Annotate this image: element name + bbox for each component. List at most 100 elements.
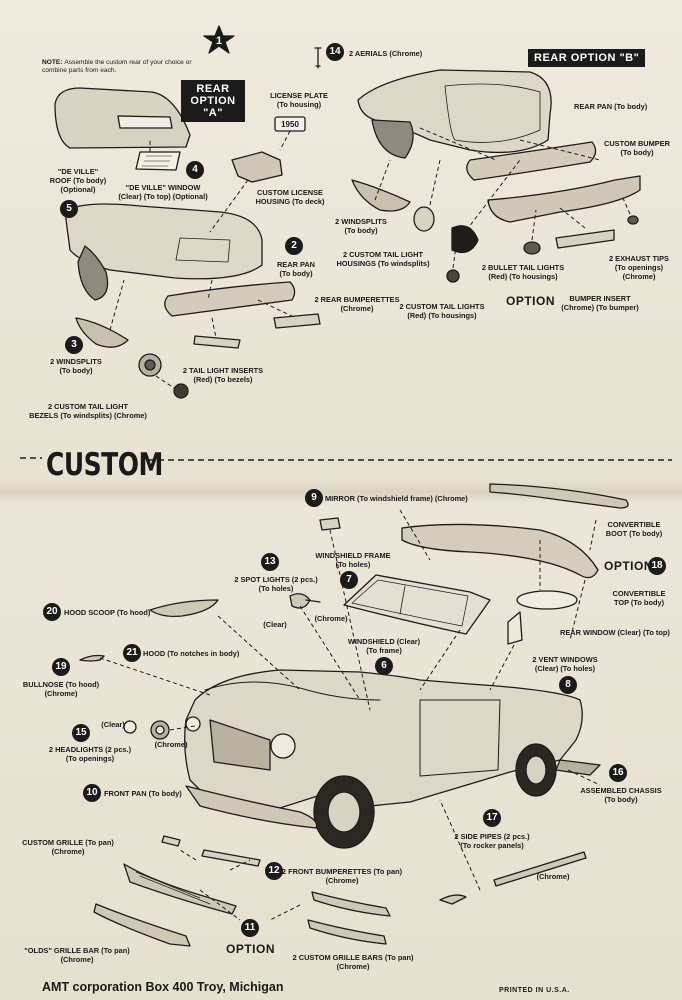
- rear-window-part: [516, 590, 578, 610]
- label-spot-clear: (Clear): [263, 620, 287, 629]
- tail-light-b-part: [523, 241, 541, 255]
- rear-option-a-heading: REAR OPTION "A": [181, 80, 245, 122]
- label-bumper-insert: BUMPER INSERT(Chrome) (To bumper): [561, 294, 639, 312]
- badge-4: 4: [186, 161, 204, 179]
- label-assembled-chassis: ASSEMBLED CHASSIS(To body): [580, 786, 662, 804]
- step-number: 1: [215, 35, 223, 47]
- windsplit-b-part: [351, 179, 411, 212]
- label-spot-lights: 2 SPOT LIGHTS (2 pcs.)(To holes): [234, 575, 318, 593]
- rear-option-a-line1: REAR: [196, 83, 230, 95]
- badge-18: 18: [648, 557, 666, 575]
- badge-7: 7: [340, 571, 358, 589]
- windshield-frame-part: [343, 574, 491, 635]
- label-custom-bumper: CUSTOM BUMPER(To body): [604, 139, 670, 157]
- footer-company: AMT corporation Box 400 Troy, Michigan: [42, 980, 284, 994]
- rear-pan-a-part: [164, 281, 296, 317]
- bullnose-part: [79, 654, 105, 662]
- label-vent-windows: 2 VENT WINDOWS(Clear) (To holes): [532, 655, 598, 673]
- badge-8: 8: [559, 676, 577, 694]
- olds-grille-bar-part: [93, 903, 191, 947]
- rear-bumperette-b: [273, 313, 321, 329]
- badge-10: 10: [83, 784, 101, 802]
- footer-printed: PRINTED IN U.S.A.: [499, 987, 570, 994]
- convertible-boot-part: [489, 483, 629, 509]
- badge-15: 15: [72, 724, 90, 742]
- badge-20: 20: [43, 603, 61, 621]
- label-custom-tail-lights: 2 CUSTOM TAIL LIGHTS(Red) (To housings): [399, 302, 485, 320]
- badge-12: 12: [265, 862, 283, 880]
- label-mirror: MIRROR (To windshield frame) (Chrome): [325, 494, 468, 503]
- label-aerials: 2 AERIALS (Chrome): [349, 49, 423, 58]
- badge-19: 19: [52, 658, 70, 676]
- custom-grille-part: [123, 863, 237, 915]
- custom-bumper-part: [487, 175, 641, 223]
- badge-3: 3: [65, 336, 83, 354]
- rear-bumperette-a: [193, 335, 241, 349]
- label-deville-window: "DE VILLE" WINDOW(Clear) (To top) (Optio…: [118, 183, 208, 201]
- custom-tail-light-part: [446, 269, 460, 283]
- label-rear-pan-a: REAR PAN(To body): [276, 260, 316, 278]
- mirror-part: [319, 517, 341, 531]
- hood-scoop-part: [149, 599, 219, 618]
- plate-text: 1950: [281, 120, 299, 129]
- badge-11: 11: [241, 919, 259, 937]
- label-exhaust-tips: 2 EXHAUST TIPS(To openings)(Chrome): [609, 254, 669, 281]
- label-side-pipes-chrome: (Chrome): [536, 872, 570, 881]
- option-label-rear: OPTION: [506, 294, 556, 308]
- note-label: NOTE:: [42, 59, 63, 66]
- label-rear-window: REAR WINDOW (Clear) (To top): [560, 628, 670, 637]
- label-olds-grille-bar: "OLDS" GRILLE BAR (To pan)(Chrome): [24, 946, 130, 964]
- label-front-bumperettes: 2 FRONT BUMPERETTES (To pan)(Chrome): [281, 867, 403, 885]
- label-custom-grille: CUSTOM GRILLE (To pan)(Chrome): [22, 838, 114, 856]
- label-tail-light-inserts: 2 TAIL LIGHT INSERTS(Red) (To bezels): [182, 366, 264, 384]
- option-label-grille: OPTION: [226, 942, 276, 956]
- option-label-top: OPTION: [604, 559, 654, 573]
- custom-grille-bar-part: [311, 891, 391, 917]
- label-windshield-frame: WINDSHIELD FRAME(To holes): [315, 551, 391, 569]
- label-hood: HOOD (To notches in body): [143, 649, 240, 658]
- license-housing-part: [231, 151, 283, 183]
- label-hood-scoop: HOOD SCOOP (To hood): [64, 608, 151, 617]
- custom-divider: [20, 457, 672, 461]
- badge-2: 2: [285, 237, 303, 255]
- windsplit-a-part: [75, 317, 129, 348]
- rear-pan-b-part: [466, 141, 597, 181]
- badge-13: 13: [261, 553, 279, 571]
- spot-light-part: [289, 593, 311, 609]
- label-windshield: WINDSHIELD (Clear)(To frame): [347, 637, 421, 655]
- front-pan-part: [185, 785, 318, 829]
- note-body: Assemble the custom rear of your choice …: [42, 59, 192, 74]
- label-front-pan: FRONT PAN (To body): [104, 789, 182, 798]
- label-windsplits-a: 2 WINDSPLITS(To body): [50, 357, 102, 375]
- label-bullnose: BULLNOSE (To hood)(Chrome): [22, 680, 100, 698]
- badge-21: 21: [123, 644, 141, 662]
- aerial-part: [314, 47, 322, 69]
- label-spot-chrome: (Chrome): [314, 614, 348, 623]
- note-text: NOTE: Assemble the custom rear of your c…: [42, 59, 192, 75]
- label-custom-grille-bars: 2 CUSTOM GRILLE BARS (To pan)(Chrome): [292, 953, 414, 971]
- rear-option-b-heading: REAR OPTION "B": [528, 49, 646, 67]
- front-bumperette-part: [201, 849, 261, 867]
- tail-light-insert-part: [173, 383, 189, 399]
- headlight-clear-part: [123, 720, 137, 734]
- label-rear-pan-b: REAR PAN (To body): [574, 102, 648, 111]
- badge-16: 16: [609, 764, 627, 782]
- label-deville-roof: "DE VILLE"ROOF (To body)(Optional): [49, 167, 107, 194]
- badge-14: 14: [326, 43, 344, 61]
- badge-9: 9: [305, 489, 323, 507]
- badge-17: 17: [483, 809, 501, 827]
- label-headlight-chrome: (Chrome): [154, 740, 188, 749]
- label-headlight-clear: (Clear): [101, 720, 125, 729]
- step-star-icon: [203, 25, 235, 54]
- label-windsplits-b: 2 WINDSPLITS(To body): [335, 217, 387, 235]
- convertible-top-part: [401, 523, 599, 579]
- custom-section-heading: CUSTOM: [46, 446, 163, 483]
- rear-option-a-line2: OPTION "A": [190, 95, 236, 119]
- tail-light-housing-part: [413, 206, 435, 232]
